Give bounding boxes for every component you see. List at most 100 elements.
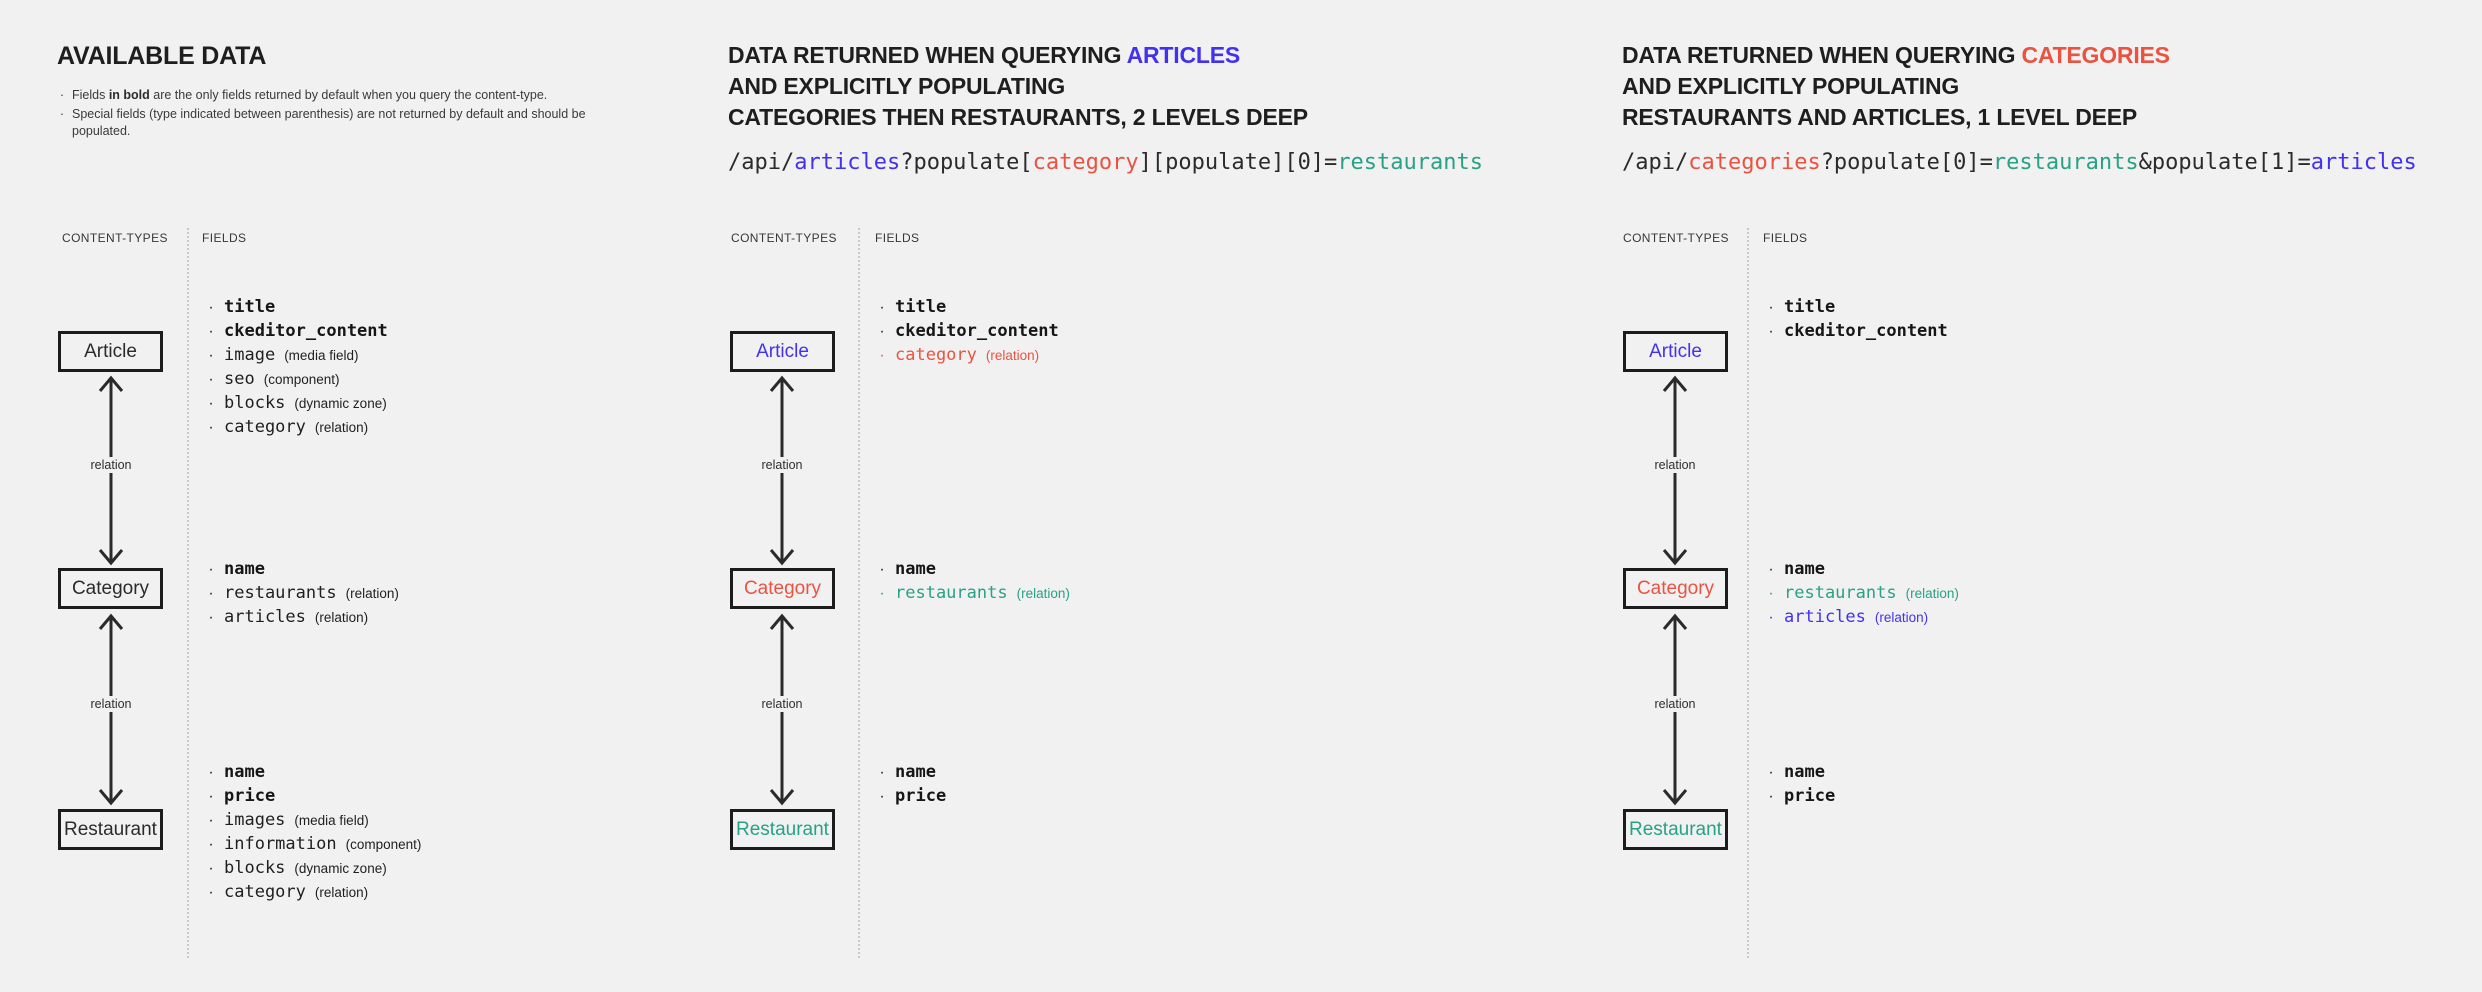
bullet-icon: · [208,812,214,829]
bullet-icon: · [879,299,885,316]
field-row: ·restaurants(relation) [1766,583,1959,607]
field-name: name [224,559,265,579]
field-row: ·seo(component) [206,369,388,393]
field-type: (relation) [314,420,369,435]
field-name: title [224,297,276,317]
field-name: blocks [224,858,286,878]
bullet-icon: · [208,836,214,853]
field-type: (dynamic zone) [294,861,387,876]
field-list-article: · title · ckeditor_content [1766,297,1948,345]
bullet-icon: · [879,323,885,340]
relation-label: relation [85,696,137,712]
field-list-category: ·name ·restaurants(relation) [877,559,1070,607]
bullet-icon: · [879,585,885,602]
box-label: Restaurant [736,818,829,840]
bullet-icon: · [59,88,65,102]
field-name: price [895,786,947,806]
note-text: Special fields (type indicated between p… [72,107,586,138]
field-row: ·images(media field) [206,810,421,834]
field-row: · blocks (dynamic zone) [206,393,388,417]
field-type: (relation) [985,348,1040,363]
bullet-icon: · [1768,585,1774,602]
field-row: · title [206,297,388,321]
bullet-icon: · [208,299,214,316]
field-name: seo [224,369,255,389]
content-type-box-restaurant: Restaurant [1623,809,1728,850]
field-row: ·information(component) [206,834,421,858]
content-type-box-article: Article [58,331,163,372]
field-row: ·articles(relation) [1766,607,1959,631]
field-name: title [1784,297,1836,317]
bullet-icon: · [1768,299,1774,316]
bullet-icon: · [1768,609,1774,626]
panel-title: DATA RETURNED WHEN QUERYING ARTICLES AND… [728,42,1308,130]
note-text: Fields in bold are the only fields retur… [72,88,548,102]
field-name: ckeditor_content [895,321,1059,341]
field-type: (relation) [345,586,399,601]
box-label: Restaurant [1629,818,1722,840]
field-row: · ckeditor_content [877,321,1059,345]
field-name: name [224,762,265,782]
field-type: (media field) [284,348,359,363]
relation-label: relation [756,457,808,473]
panel-query-categories: DATA RETURNED WHEN QUERYING CATEGORIES A… [1622,0,2482,992]
field-name: name [1784,559,1825,579]
field-name: category [224,417,306,437]
content-type-box-category: Category [1623,568,1728,609]
api-query-url: /api/categories?populate[0]=restaurants&… [1622,150,2417,175]
field-row: · ckeditor_content [206,321,388,345]
field-name: name [1784,762,1825,782]
bullet-icon: · [208,371,214,388]
field-name: ckeditor_content [224,321,388,341]
field-type: (dynamic zone) [294,396,387,411]
field-row: · name [206,762,421,786]
dotted-divider [1747,228,1749,958]
bullet-icon: · [1768,561,1774,578]
bullet-icon: · [1768,764,1774,781]
field-list-restaurant: ·name ·price ·images(media field) ·infor… [206,762,421,906]
box-label: Category [71,577,150,599]
bullet-icon: · [208,585,214,602]
bullet-icon: · [208,419,214,436]
field-list-restaurant: ·name ·price [1766,762,1835,810]
content-types-label: CONTENT-TYPES [731,231,837,245]
relation-label: relation [756,696,808,712]
field-row: ·title [877,297,1059,321]
page-title: AVAILABLE DATA [57,42,267,70]
fields-label: FIELDS [875,231,920,245]
field-name: image [224,345,276,365]
field-name: articles [1784,607,1866,627]
field-row: · title [1766,297,1948,321]
content-type-box-category: Category [730,568,835,609]
bullet-icon: · [879,347,885,364]
content-types-label: CONTENT-TYPES [1623,231,1729,245]
bullet-icon: · [879,788,885,805]
field-row: ·name [877,559,1070,583]
bullet-icon: · [1768,323,1774,340]
field-name: restaurants [224,583,337,603]
field-row: ·name [206,559,399,583]
field-name: price [1784,786,1836,806]
highlight-articles: ARTICLES [1126,42,1241,68]
field-row: · restaurants (relation) [206,583,399,607]
bullet-icon: · [59,107,65,121]
relation-label: relation [85,457,137,473]
highlight-categories: CATEGORIES [2021,42,2170,68]
field-name: price [224,786,276,806]
bullet-icon: · [208,860,214,877]
fields-label: FIELDS [1763,231,1808,245]
bullet-icon: · [208,323,214,340]
dotted-divider [858,228,860,958]
field-row: ·category(relation) [206,882,421,906]
bullet-icon: · [208,395,214,412]
field-name: ckeditor_content [1784,321,1948,341]
bullet-icon: · [208,764,214,781]
dotted-divider [187,228,189,958]
field-list-category: ·name ·restaurants(relation) ·articles(r… [1766,559,1959,631]
bullet-icon: · [879,561,885,578]
bullet-icon: · [208,884,214,901]
field-name: blocks [224,393,286,413]
box-label: Article [1649,340,1702,362]
field-name: category [224,882,306,902]
field-name: images [224,810,286,830]
